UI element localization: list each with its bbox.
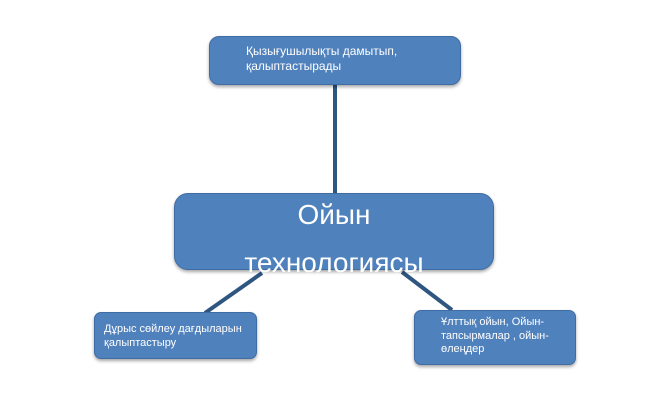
node-center-line1: Ойын: [297, 199, 371, 230]
node-right-line3: өлеңдер: [441, 343, 485, 355]
node-right-line2: тапсырмалар , ойын-: [441, 329, 549, 342]
node-right: Ұлттық ойын, Ойын- тапсырмалар , ойын- ө…: [414, 310, 576, 365]
connector-left: [203, 271, 264, 315]
node-left-line2: қалыптастыру: [104, 337, 177, 349]
node-center: Ойын технологиясы: [174, 193, 494, 278]
connector-right: [400, 270, 454, 312]
node-center-line2: технологиясы: [244, 247, 424, 278]
node-right-line1: Ұлттық ойын, Ойын-: [441, 316, 545, 328]
node-top: Қызығушылықты дамытып, қалыптастырады: [209, 36, 461, 85]
node-top-line2: қалыптастырады: [246, 59, 342, 73]
node-left-line1: Дұрыс сөйлеу дағдыларын: [104, 323, 242, 335]
node-left: Дұрыс сөйлеу дағдыларын қалыптастыру: [94, 312, 257, 359]
node-top-line1: Қызығушылықты дамытып,: [246, 44, 398, 58]
